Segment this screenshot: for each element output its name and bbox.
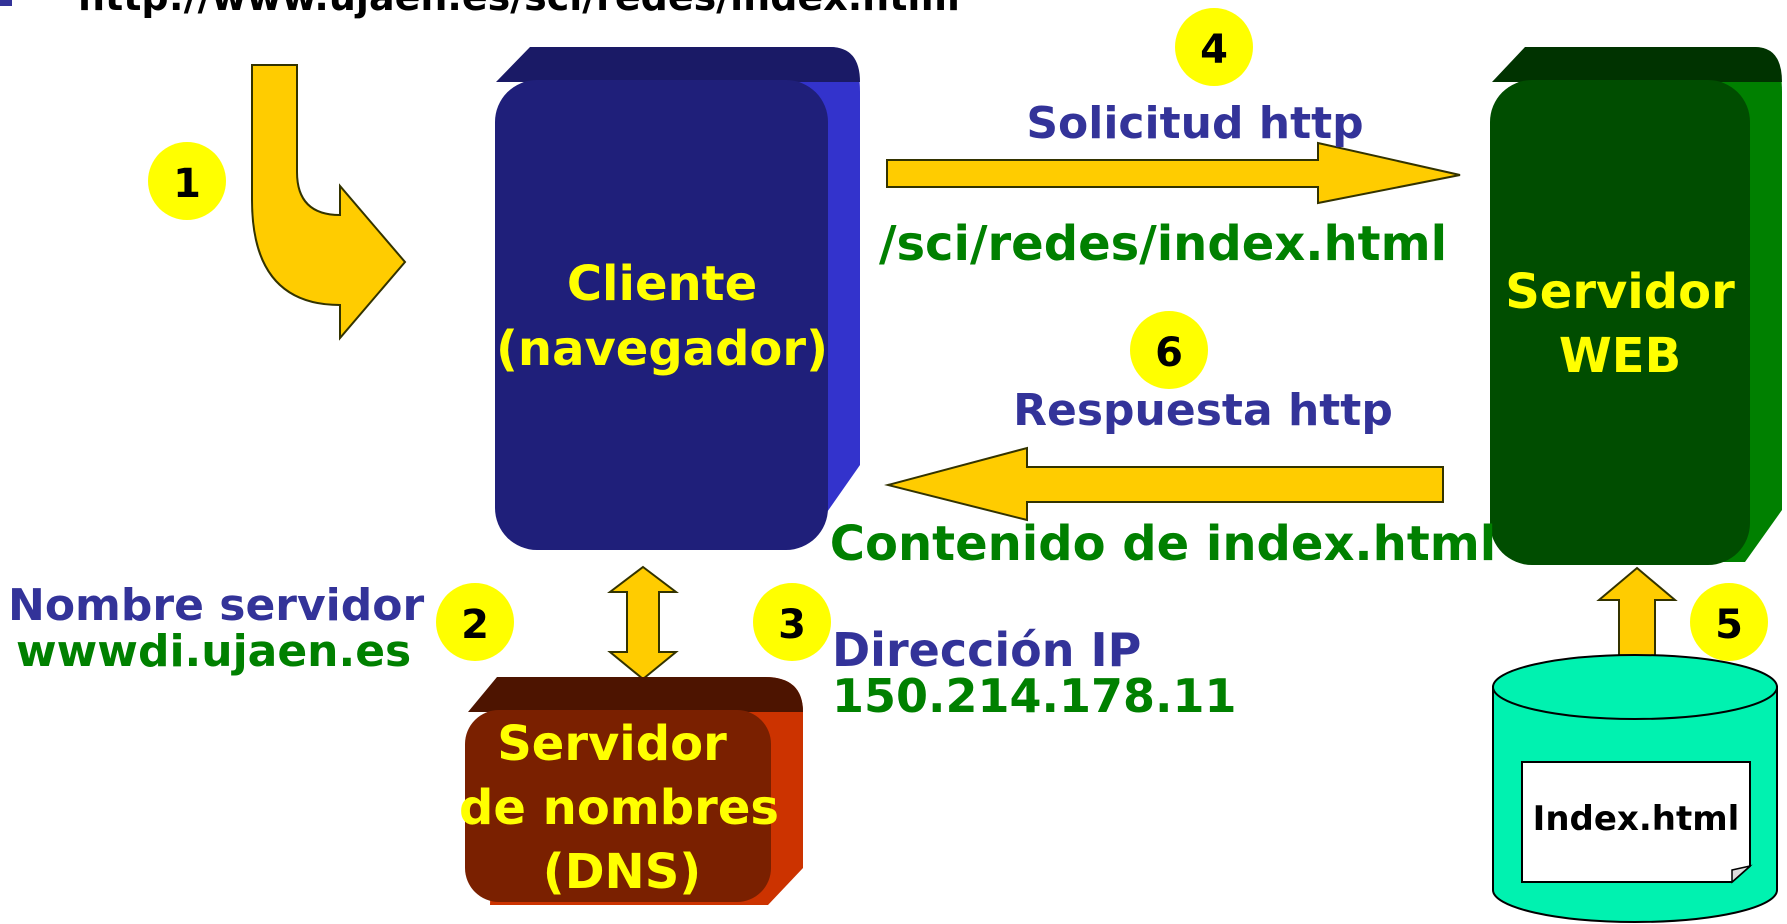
step-badge-5: 5 [1690,583,1768,661]
server-name-value: wwwdi.ujaen.es [16,626,411,677]
dns-label-line2: de nombres [459,780,779,836]
web-server-node: Servidor WEB [1490,47,1782,565]
dns-label-line1: Servidor [497,716,727,772]
step-number-2: 2 [461,602,489,648]
client-front-face [495,80,828,550]
web-label-line1: Servidor [1505,264,1735,320]
web-label-line2: WEB [1559,328,1681,384]
bullet-marker [0,0,12,6]
request-path-label: /sci/redes/index.html [879,216,1447,272]
dns-top-face [468,677,803,712]
ip-title: Dirección IP [832,623,1141,677]
dns-server-node: Servidor de nombres (DNS) [459,677,803,905]
dns-label-line3: (DNS) [543,844,701,900]
step-badge-1: 1 [148,142,226,220]
client-node: Cliente (navegador) [495,47,860,550]
step-number-1: 1 [173,161,201,207]
client-top-face [496,47,860,82]
web-front-face [1490,80,1750,565]
step-number-5: 5 [1715,602,1743,648]
web-top-face [1492,47,1782,82]
step-badge-4: 4 [1175,8,1253,86]
ip-value: 150.214.178.11 [832,669,1237,723]
step-badge-6: 6 [1130,311,1208,389]
document-fold [1731,864,1753,884]
client-label-line2: (navegador) [496,321,828,377]
client-label-line1: Cliente [567,256,757,312]
server-name-title: Nombre servidor [8,580,424,631]
request-label: Solicitud http [1026,98,1363,149]
step-badge-2: 2 [436,583,514,661]
document-label: Index.html [1533,799,1740,839]
step-number-4: 4 [1200,27,1228,73]
database-top [1492,654,1778,720]
step-badge-3: 3 [753,583,831,661]
response-arrow [884,446,1444,522]
dns-front-face [465,710,771,902]
response-label: Respuesta http [1013,385,1393,436]
database-node: Index.html [1492,654,1778,923]
dns-double-arrow [607,565,679,681]
url-line: http://www.ujaen.es/sci/redes/index.html [78,0,960,19]
response-content-label: Contenido de index.html [830,516,1497,572]
request-arrow [886,141,1461,205]
step-number-6: 6 [1155,330,1183,376]
step-number-3: 3 [778,602,806,648]
input-curved-arrow [251,64,407,341]
